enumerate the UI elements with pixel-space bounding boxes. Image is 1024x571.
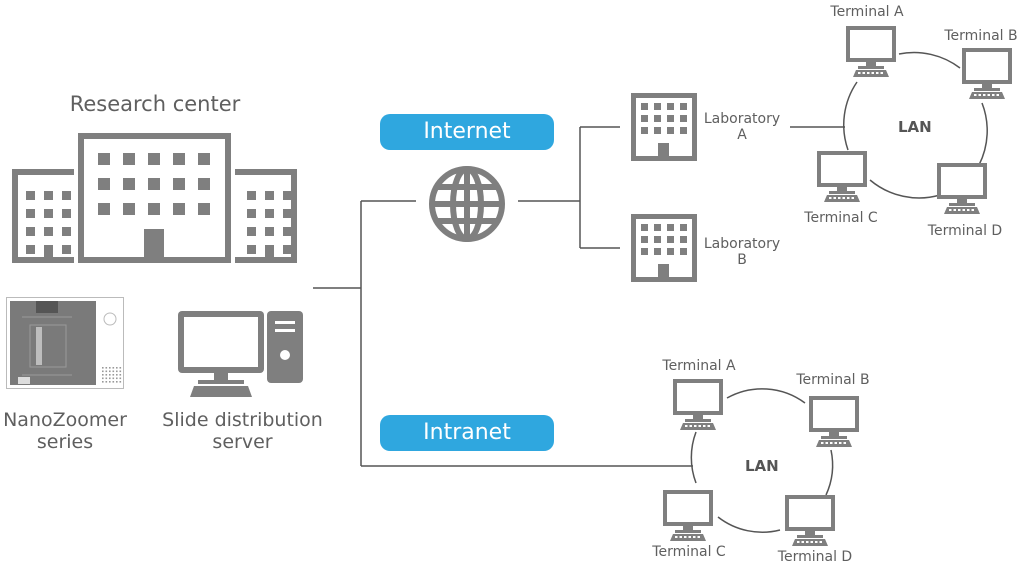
lan-top-terminal-b-label: Terminal B [944,28,1018,44]
laboratory-a-label-line1: Laboratory [703,111,781,127]
ring-bottom-ca [690,431,697,484]
server-label-line1: Slide distribution [162,409,323,431]
nanozoomer-scanner-icon [6,297,124,389]
laboratory-b-label-line2: B [737,252,747,269]
lan-bottom-terminal-c-icon [663,490,713,541]
globe-icon [429,166,505,242]
ring-top-ca [843,81,858,151]
laboratory-b-building-icon [631,214,697,282]
lan-top-terminal-c-icon [817,151,867,202]
ring-bottom-bd [825,449,834,496]
lan-top-terminal-d-label: Terminal D [927,223,1003,239]
laboratory-b-label: Laboratory B [692,236,792,268]
lan-bottom-terminal-d-label: Terminal D [777,549,853,565]
ring-bottom-ab [726,388,806,404]
ring-top-ab [898,51,961,69]
lan-top-terminal-a-label: Terminal A [830,4,904,20]
nanozoomer-label: NanoZoomer series [0,409,130,454]
ring-bottom-dc [717,516,781,533]
ring-top-bd [978,102,988,166]
lan-bottom-terminal-a-icon [673,379,723,430]
server-computer-icon [178,311,303,397]
lan-bottom-label: LAN [745,457,779,475]
server-label-line2: server [212,430,273,453]
internet-badge: Internet [380,114,554,150]
lan-top-terminal-d-icon [937,163,987,214]
research-center-building-icon [12,133,297,263]
laboratory-a-label: Laboratory A [692,111,792,143]
lan-top-terminal-a-icon [846,26,896,77]
intranet-badge: Intranet [380,415,554,451]
laboratory-b-label-line1: Laboratory [703,236,781,252]
lan-top-label: LAN [898,118,932,136]
research-center-title: Research center [69,92,241,116]
lan-bottom-terminal-c-label: Terminal C [652,544,726,560]
lan-bottom-terminal-b-label: Terminal B [796,372,870,388]
lan-top-terminal-c-label: Terminal C [804,210,878,226]
ring-top-dc [869,179,941,199]
nanozoomer-label-line2: series [36,430,94,453]
lan-bottom-terminal-a-label: Terminal A [662,358,736,374]
server-label: Slide distribution server [150,409,335,454]
laboratory-a-label-line2: A [737,127,747,144]
lan-bottom-terminal-d-icon [785,495,835,546]
lan-bottom-terminal-b-icon [809,396,859,447]
nanozoomer-label-line1: NanoZoomer [3,409,127,431]
laboratory-a-building-icon [631,93,697,161]
lan-top-terminal-b-icon [962,48,1012,99]
